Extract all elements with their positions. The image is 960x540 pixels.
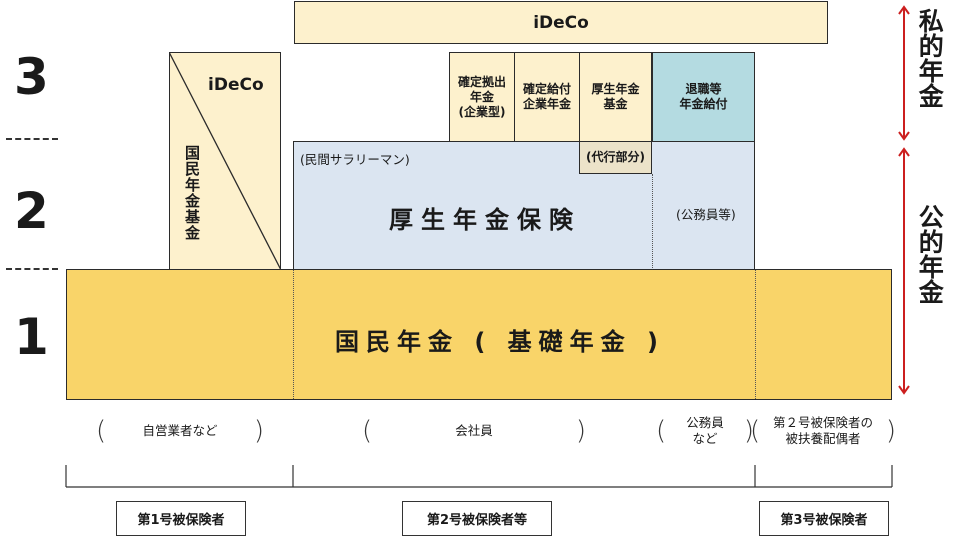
kosei-kikin-box: 厚生年金基金 (579, 52, 652, 142)
kakutei-kyoshutsu-box: 確定拠出年金(企業型) (449, 52, 515, 142)
ideco-kokumin-kikin-box: iDeCo 国民年金基金 (168, 51, 281, 270)
category-komuin: (公務員など) (656, 414, 754, 446)
public-pension-arrow (898, 147, 910, 395)
ideco-left-label: iDeCo (208, 75, 264, 95)
tier-divider-lower (6, 268, 58, 270)
kosei-nenkin-hoken-box: (民間サラリーマン) 厚生年金保険 (公務員等) (293, 141, 755, 271)
insured-dai2-box: 第2号被保険者等 (402, 501, 552, 536)
tier2-divider (652, 174, 653, 270)
insured-bracket-line (65, 465, 893, 488)
insured-dai3-box: 第3号被保険者 (759, 501, 889, 536)
tier1-divider-right (755, 270, 756, 399)
kokumin-nenkin-box: 国民年金 ( 基礎年金 ) (66, 269, 892, 400)
insured-dai1-box: 第1号被保険者 (116, 501, 246, 536)
tier-number-3: 3 (14, 48, 49, 106)
category-dai3-haigusha: (第２号被保険者の被扶養配偶者) (750, 414, 896, 446)
category-kaishain: (会社員) (362, 416, 586, 446)
category-jiei: (自営業者など) (96, 416, 264, 446)
kokumin-nenkin-label: 国民年金 ( 基礎年金 ) (335, 328, 666, 356)
komuin-to-label: (公務員等) (676, 207, 736, 222)
private-pension-arrow (898, 5, 910, 141)
private-pension-label: 私的年金 (915, 8, 945, 108)
tier-number-2: 2 (14, 182, 49, 240)
diagonal-divider (168, 51, 281, 270)
taishoku-nenkin-box: 退職等年金給付 (652, 52, 755, 142)
minkan-label: (民間サラリーマン) (300, 152, 410, 167)
kokumin-kikin-label: 国民年金基金 (183, 145, 201, 241)
daiko-bubun-tag: (代行部分) (579, 141, 652, 174)
ideco-top-box: iDeCo (294, 1, 828, 44)
public-pension-label: 公的年金 (915, 204, 945, 304)
tier1-divider-left (293, 270, 294, 399)
tier-divider-upper (6, 138, 58, 140)
kakutei-kyufu-box: 確定給付企業年金 (514, 52, 580, 142)
kosei-nenkin-hoken-label: 厚生年金保険 (389, 206, 581, 234)
tier-number-1: 1 (14, 308, 49, 366)
